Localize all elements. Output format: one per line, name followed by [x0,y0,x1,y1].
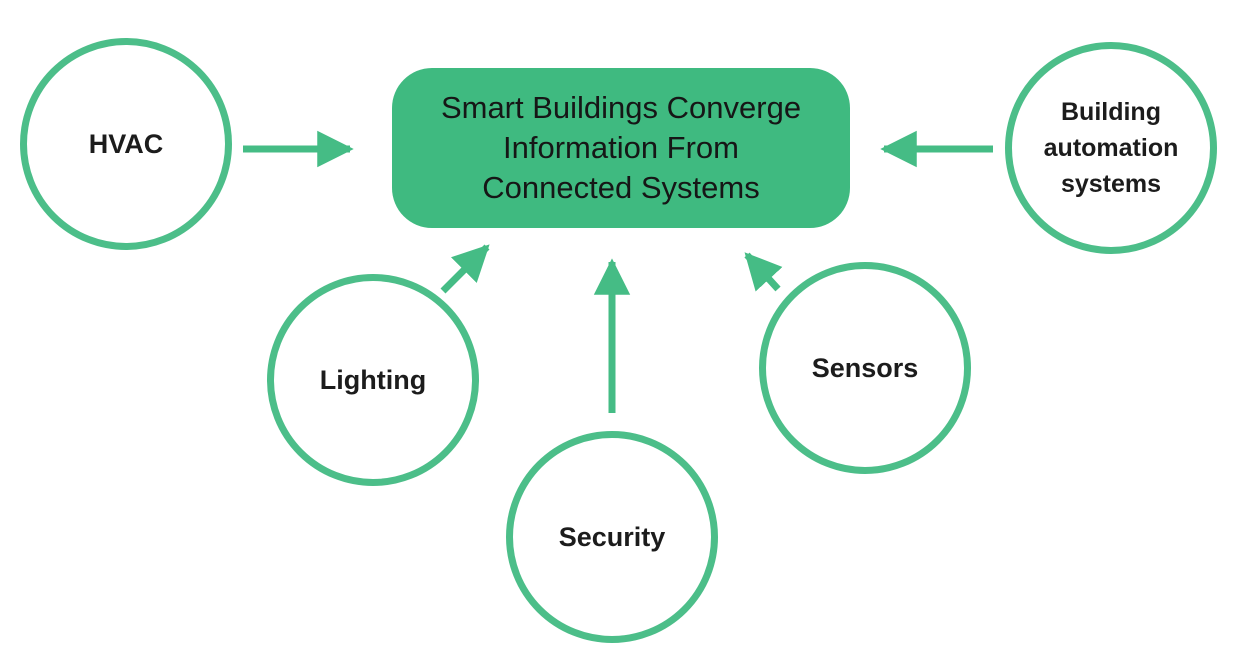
node-lighting-label: Lighting [319,364,427,395]
node-hvac: HVAC [20,38,232,250]
node-security-label: Security [558,521,666,552]
node-hvac-label: HVAC [88,128,164,159]
node-security: Security [506,431,718,643]
node-sensors-label: Sensors [811,352,919,383]
node-building-automation-systems: Building automation systems [1005,42,1217,254]
node-sensors: Sensors [759,262,971,474]
hub-text-line-3: Connected Systems [482,170,760,205]
arrow-sensors-to-hub [744,252,783,292]
arrow-lighting-to-hub [440,244,490,294]
hub-text-line-2: Information From [502,130,739,165]
node-lighting: Lighting [267,274,479,486]
hub-box: Smart Buildings Converge Information Fro… [392,68,850,228]
node-building-automation-systems-label: Building automation systems [1043,97,1179,199]
hub-text-line-1: Smart Buildings Converge [440,90,802,125]
